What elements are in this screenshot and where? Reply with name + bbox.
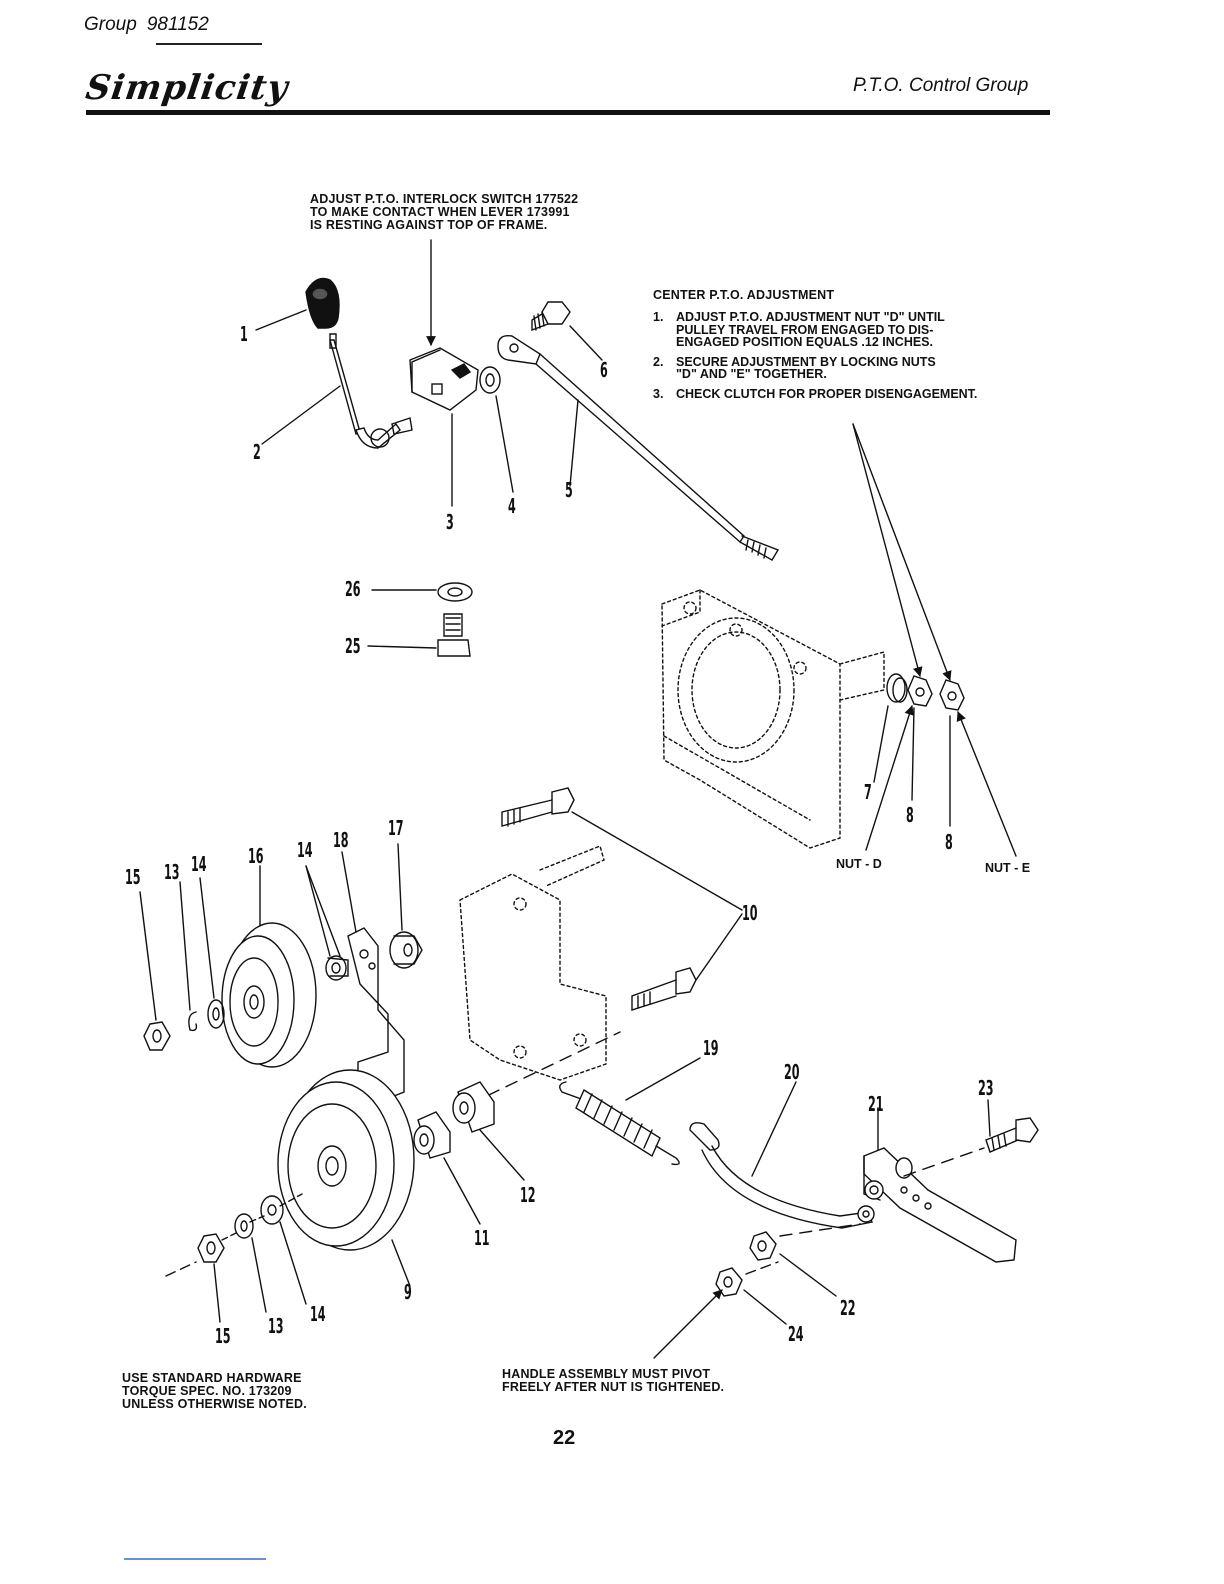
callout-26: 26 — [345, 577, 361, 601]
callout-1: 1 — [240, 322, 248, 346]
callout-4: 4 — [508, 494, 516, 518]
callout-21: 21 — [868, 1092, 884, 1116]
nut-e — [939, 679, 965, 711]
callout-17: 17 — [388, 816, 404, 840]
spacer-14b — [325, 955, 347, 981]
nut-26 — [437, 582, 473, 602]
knob-part — [305, 277, 340, 329]
nut-d — [907, 675, 933, 707]
callout-14c: 14 — [310, 1302, 326, 1326]
group-number: 981152 — [146, 14, 209, 35]
callout-25: 25 — [345, 634, 361, 658]
group-label: Group 981152 — [84, 14, 209, 36]
lockwasher-13a — [188, 1011, 198, 1032]
header-rule — [86, 110, 1050, 115]
spring-washer-7 — [886, 673, 906, 703]
group-underline — [156, 43, 262, 45]
step-number: 3. — [653, 386, 664, 401]
callout-15a: 15 — [125, 865, 141, 889]
footer-link-underline[interactable] — [124, 1558, 266, 1560]
nut-d-label: NUT - D — [836, 857, 882, 871]
idler-pulley-16 — [221, 922, 317, 1068]
nut-e-label: NUT - E — [985, 861, 1031, 875]
callout-11: 11 — [474, 1226, 490, 1250]
bolt-6 — [531, 301, 571, 332]
callout-7: 7 — [864, 780, 872, 804]
callout-2: 2 — [253, 440, 261, 464]
callout-24: 24 — [788, 1322, 804, 1346]
callout-8a: 8 — [906, 803, 914, 827]
bolt-23 — [985, 1117, 1039, 1153]
pivot-note: HANDLE ASSEMBLY MUST PIVOT FREELY AFTER … — [502, 1367, 725, 1394]
callout-23: 23 — [978, 1076, 994, 1100]
section-title: P.T.O. Control Group — [853, 75, 1029, 96]
drive-pulley-9 — [277, 1069, 415, 1251]
spacer-17 — [389, 931, 423, 969]
callout-22: 22 — [840, 1296, 856, 1320]
page-number: 22 — [553, 1427, 576, 1449]
nut-15a — [143, 1021, 171, 1051]
callout-14a: 14 — [191, 852, 207, 876]
nut-24 — [715, 1267, 743, 1297]
callout-13b: 13 — [268, 1314, 284, 1338]
frame-bracket — [661, 589, 885, 849]
washer-14a — [207, 999, 225, 1029]
callout-13a: 13 — [164, 860, 180, 884]
callout-15b: 15 — [215, 1324, 231, 1348]
callout-5: 5 — [565, 478, 573, 502]
bolt-10-upper — [501, 787, 575, 827]
nut-22 — [749, 1231, 777, 1261]
step-number: 1. — [653, 310, 664, 324]
step-text: SECURE ADJUSTMENT BY LOCKING NUTS "D" AN… — [676, 354, 936, 381]
nut-15b — [197, 1233, 225, 1263]
mounting-plate — [459, 845, 607, 1081]
bolt-25 — [437, 613, 471, 657]
callout-14b: 14 — [297, 838, 313, 862]
callout-16: 16 — [248, 844, 264, 868]
interlock-switch-part — [409, 347, 479, 411]
bolt-10-lower — [631, 967, 697, 1011]
callout-8b: 8 — [945, 830, 953, 854]
adjustment-step-2: 2. SECURE ADJUSTMENT BY LOCKING NUTS "D" … — [653, 354, 977, 381]
adjustment-step-3: 3. CHECK CLUTCH FOR PROPER DISENGAGEMENT. — [653, 386, 978, 401]
callout-18: 18 — [333, 828, 349, 852]
center-adjustment-title: CENTER P.T.O. ADJUSTMENT — [653, 288, 835, 302]
adjustment-step-1: 1. ADJUST P.T.O. ADJUSTMENT NUT "D" UNTIL… — [653, 311, 977, 349]
step-number: 2. — [653, 354, 664, 369]
callout-10: 10 — [742, 901, 758, 925]
arm-21 — [857, 1147, 1017, 1263]
hardware-note: USE STANDARD HARDWARE TORQUE SPEC. NO. 1… — [122, 1371, 307, 1411]
callout-3: 3 — [446, 510, 454, 534]
step-text: CHECK CLUTCH FOR PROPER DISENGAGEMENT. — [676, 386, 978, 401]
washer-14c — [260, 1195, 284, 1225]
center-adjustment-steps: 1. ADJUST P.T.O. ADJUSTMENT NUT "D" UNTIL… — [653, 311, 977, 407]
rod-5 — [497, 335, 780, 561]
spring-19 — [559, 1081, 680, 1166]
handle-20 — [689, 1122, 873, 1229]
spacer-11 — [413, 1111, 451, 1159]
spacer-12 — [452, 1081, 495, 1133]
washer-4 — [479, 366, 501, 394]
callout-19: 19 — [703, 1036, 719, 1060]
group-prefix: Group — [84, 14, 137, 35]
lockwasher-13b — [234, 1213, 254, 1239]
callout-12: 12 — [520, 1183, 536, 1207]
callout-20: 20 — [784, 1060, 800, 1084]
callout-9: 9 — [404, 1280, 412, 1304]
step-text: ADJUST P.T.O. ADJUSTMENT NUT "D" UNTIL P… — [676, 310, 945, 349]
lever-part — [329, 333, 413, 449]
interlock-note: ADJUST P.T.O. INTERLOCK SWITCH 177522 TO… — [310, 192, 579, 232]
callout-6: 6 — [600, 358, 608, 382]
